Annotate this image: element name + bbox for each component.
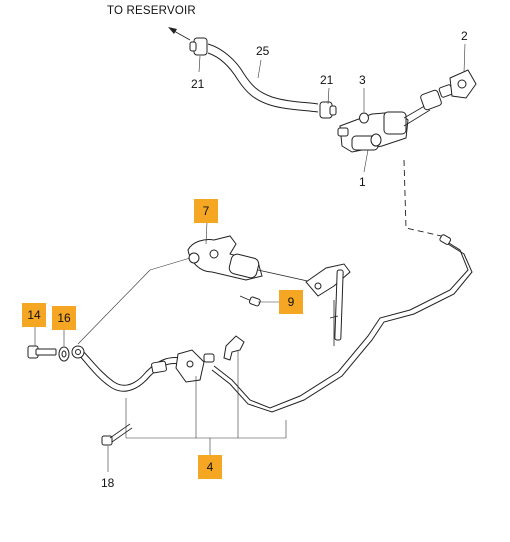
callout-7-box (194, 199, 218, 223)
callout-3: 3 (359, 73, 366, 87)
hose-clamp-right (319, 101, 337, 119)
callout-4-box (198, 455, 222, 479)
reservoir-hose (207, 43, 319, 113)
bracket-bolt (101, 423, 133, 446)
to-reservoir-label: TO RESERVOIR (107, 5, 196, 17)
callout-25: 25 (256, 44, 270, 58)
leader-lines (34, 43, 466, 472)
callout-16-box (52, 306, 76, 330)
callout-7: 7 (203, 204, 210, 218)
release-lever (305, 263, 351, 346)
callout-16: 16 (57, 311, 71, 325)
callout-1: 1 (359, 175, 366, 189)
reservoir-arrow-icon (168, 27, 191, 41)
sealing-washer (58, 346, 70, 362)
slave-cylinder (187, 235, 313, 283)
callout-2: 2 (461, 29, 468, 43)
callout-21-right: 21 (320, 73, 334, 87)
callout-14: 14 (27, 308, 41, 322)
routing-leader (403, 159, 451, 239)
slave-cylinder-bolt (239, 295, 261, 307)
callout-21-left: 21 (191, 77, 205, 91)
banjo-bolt (27, 345, 57, 359)
hose-clamp-left (189, 37, 208, 56)
clutch-pipe-assembly (71, 234, 473, 413)
callout-9-box (279, 290, 303, 314)
callout-4: 4 (207, 460, 214, 474)
callout-14-box (22, 303, 46, 327)
pushrod-flange (420, 69, 477, 111)
seal-ring (359, 112, 369, 124)
callout-18: 18 (101, 476, 115, 490)
callout-9: 9 (288, 295, 295, 309)
master-cylinder (337, 103, 431, 153)
